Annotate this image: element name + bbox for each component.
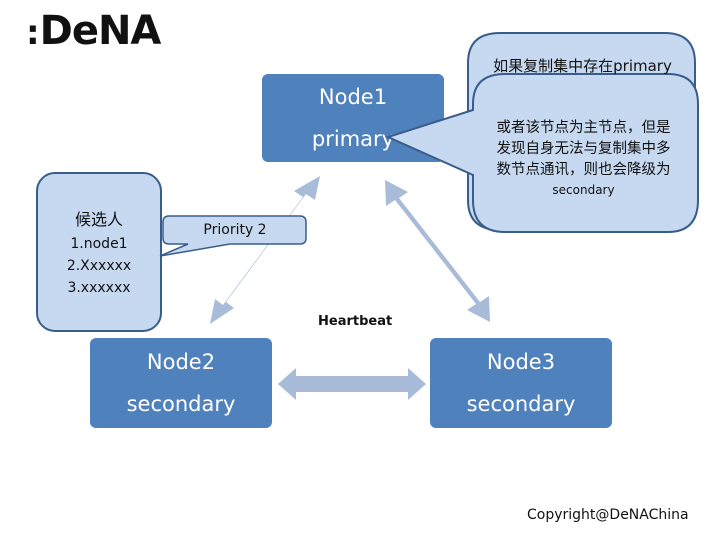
note-front-sub: secondary	[552, 183, 615, 197]
arrow-node1-node3	[385, 180, 490, 322]
node3-name: Node3	[486, 350, 556, 374]
candidates-title: 候选人	[74, 209, 123, 229]
candidates-list: 候选人 1.node1 2.Xxxxxx 3.xxxxxx	[38, 175, 160, 330]
note-front-line: 发现自身无法与复制集中多	[496, 141, 671, 157]
node1-name: Node1	[318, 85, 388, 109]
arrow-node2-node3	[278, 368, 426, 400]
note-front-text: 或者该节点为主节点，但是 发现自身无法与复制集中多 数节点通讯，则也会降级为 s…	[476, 118, 691, 199]
candidate-item: 1.node1	[70, 235, 128, 252]
priority-label: Priority 2	[203, 222, 267, 238]
node3-role: secondary	[466, 392, 576, 416]
node2-secondary: Node2 secondary	[90, 338, 272, 428]
logo-text: DeNA	[39, 8, 162, 54]
priority-callout	[159, 215, 307, 257]
copyright-text: Copyright@DeNAChina	[527, 507, 689, 523]
note-front-line: 或者该节点为主节点，但是	[496, 120, 671, 136]
node1-role: primary	[311, 127, 395, 151]
heartbeat-label: Heartbeat	[318, 314, 393, 329]
note-front-line: 数节点通讯，则也会降级为	[496, 162, 671, 178]
dena-logo: :DeNA	[26, 8, 162, 54]
arrow-node1-node2	[210, 176, 320, 324]
candidates-callout	[36, 172, 162, 332]
logo-colon: :	[26, 13, 40, 53]
candidate-item: 3.xxxxxx	[67, 279, 131, 296]
candidate-item: 2.Xxxxxx	[66, 257, 132, 274]
node2-role: secondary	[126, 392, 236, 416]
note-front-callout	[385, 73, 699, 233]
note-back-text: 如果复制集中存在primary	[493, 57, 672, 75]
node3-secondary: Node3 secondary	[430, 338, 612, 428]
node2-name: Node2	[146, 350, 216, 374]
node1-primary: Node1 primary	[262, 74, 444, 162]
